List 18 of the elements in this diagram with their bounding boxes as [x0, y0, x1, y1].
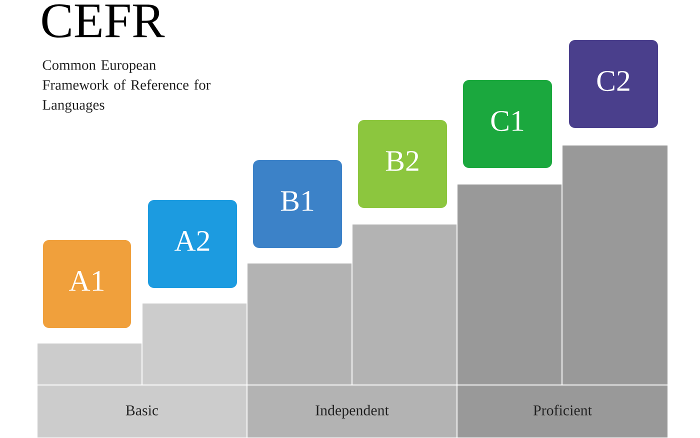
step-bar	[456, 184, 562, 386]
step-bar	[352, 224, 458, 386]
step-bar	[142, 302, 248, 386]
level-band: Proficient	[456, 384, 668, 438]
node-label: Proficient	[533, 404, 592, 416]
level-box: B2	[358, 120, 447, 208]
level-box: B1	[253, 160, 342, 248]
step-bar	[246, 262, 352, 386]
level-box: C1	[463, 80, 552, 168]
level-band: Independent	[246, 384, 458, 438]
level-box: A2	[148, 200, 237, 288]
level-box: C2	[569, 40, 658, 128]
node-label: Basic	[126, 405, 158, 416]
title: CEFR	[42, 4, 165, 38]
level-box: A1	[43, 240, 131, 328]
node-label: Independent	[316, 404, 389, 418]
subtitle: Common European Framework of Reference for Languages	[42, 60, 211, 113]
step-bar	[36, 342, 142, 386]
